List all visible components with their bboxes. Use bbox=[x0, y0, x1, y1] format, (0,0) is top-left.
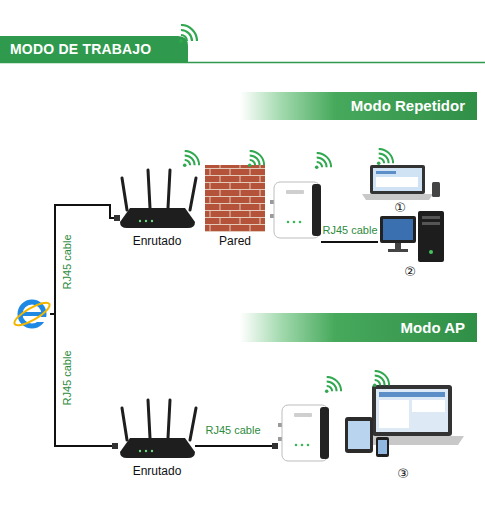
cable-label: RJ45 cable bbox=[205, 423, 260, 437]
device-name: Enrutado bbox=[133, 464, 182, 479]
mode-band: Modo Repetidor bbox=[240, 92, 477, 120]
device-name: Pared bbox=[219, 234, 251, 249]
diagram-title: MODO DE TRABAJO bbox=[10, 40, 151, 58]
band-title: Modo Repetidor bbox=[351, 96, 465, 116]
callout-number: ③ bbox=[397, 467, 409, 481]
mode-band: Modo AP bbox=[240, 313, 477, 342]
cable-label: RJ45 cable bbox=[60, 234, 74, 289]
device-name: Enrutado bbox=[133, 234, 182, 249]
band-title: Modo AP bbox=[401, 318, 465, 338]
cable-label: RJ45 cable bbox=[322, 223, 377, 237]
device-label: Enrutado bbox=[133, 464, 182, 479]
device-label: Enrutado bbox=[133, 234, 182, 249]
device-label: Pared bbox=[219, 234, 251, 249]
cable-label: RJ45 cable bbox=[60, 350, 74, 405]
callout-number: ② bbox=[404, 265, 416, 279]
callout-number: ① bbox=[394, 201, 406, 215]
